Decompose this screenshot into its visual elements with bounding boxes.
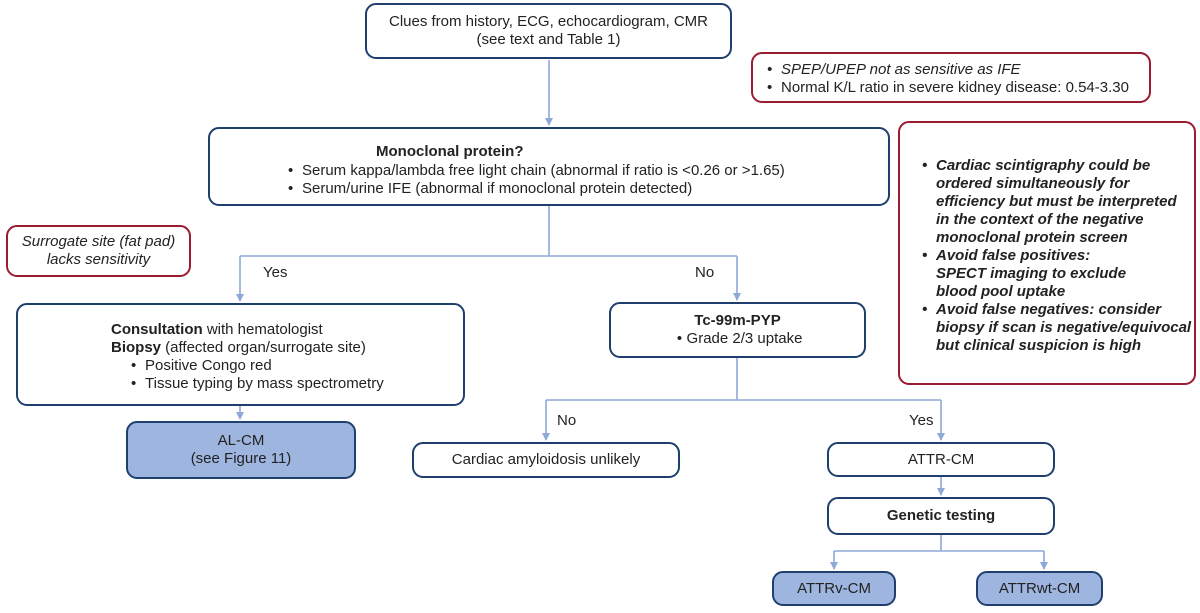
tc99m-pyp-box: Tc-99m-PYP • Grade 2/3 uptake xyxy=(609,302,866,358)
surrogate-note-line-2: lacks sensitivity xyxy=(46,251,151,268)
scintigraphy-bullet-1: • Cardiac scintigraphy could be ordered … xyxy=(922,157,1194,247)
monoclonal-protein-box: Monoclonal protein? • Serum kappa/lambda… xyxy=(208,127,890,206)
bullet-dot: • xyxy=(922,157,928,174)
monoclonal-bullet-2: • Serum/urine IFE (abnormal if monoclona… xyxy=(288,180,888,198)
spep-note: • SPEP/UPEP not as sensitive as IFE • No… xyxy=(751,52,1151,103)
al-cm-line-2: (see Figure 11) xyxy=(190,450,292,467)
branch-label-yes-pyp: Yes xyxy=(909,412,934,429)
consultation-bullet-1: • Positive Congo red xyxy=(111,357,463,375)
scintigraphy-b1-line-2: ordered simultaneously for xyxy=(936,175,1130,192)
bullet-dot: • xyxy=(131,375,137,392)
consultation-bullet-2-text: Tissue typing by mass spectrometry xyxy=(145,375,384,392)
consultation-bullet-1-text: Positive Congo red xyxy=(145,357,272,374)
scintigraphy-b3-line-3: but clinical suspicion is high xyxy=(936,337,1142,354)
attr-cm-text: ATTR-CM xyxy=(907,450,975,468)
scintigraphy-bullet-2-text: Avoid false positives: SPECT imaging to … xyxy=(936,247,1126,301)
scintigraphy-b2-line-1: Avoid false positives: xyxy=(936,247,1091,264)
attrwt-cm-box: ATTRwt-CM xyxy=(976,571,1103,606)
clues-line-2: (see text and Table 1) xyxy=(476,31,621,48)
amyloidosis-unlikely-box: Cardiac amyloidosis unlikely xyxy=(412,442,680,478)
bullet-dot: • xyxy=(676,330,683,347)
monoclonal-bullet-1-text: Serum kappa/lambda free light chain (abn… xyxy=(302,162,785,179)
pyp-title: Tc-99m-PYP xyxy=(694,312,781,329)
scintigraphy-bullet-2: • Avoid false positives: SPECT imaging t… xyxy=(922,247,1194,301)
spep-note-bullet-2: • Normal K/L ratio in severe kidney dise… xyxy=(767,79,1149,97)
monoclonal-title: Monoclonal protein? xyxy=(376,143,524,160)
bullet-dot: • xyxy=(288,180,294,197)
biopsy-line: Biopsy (affected organ/surrogate site) xyxy=(111,339,463,357)
biopsy-rest: (affected organ/surrogate site) xyxy=(161,339,366,356)
attr-cm-box: ATTR-CM xyxy=(827,442,1055,477)
scintigraphy-bullet-1-text: Cardiac scintigraphy could be ordered si… xyxy=(936,157,1177,247)
surrogate-note-line-1: Surrogate site (fat pad) xyxy=(21,233,176,250)
scintigraphy-b3-line-2: biopsy if scan is negative/equivocal xyxy=(936,319,1192,336)
attrv-cm-text: ATTRv-CM xyxy=(797,579,871,597)
scintigraphy-b1-line-4: in the context of the negative xyxy=(936,211,1144,228)
consultation-biopsy-box: Consultation with hematologist Biopsy (a… xyxy=(16,303,465,406)
pyp-bullet-1: • Grade 2/3 uptake xyxy=(673,330,803,348)
scintigraphy-b1-line-1: Cardiac scintigraphy could be xyxy=(936,157,1151,174)
bullet-dot: • xyxy=(922,247,928,264)
monoclonal-bullet-1: • Serum kappa/lambda free light chain (a… xyxy=(288,162,888,180)
pyp-bullet-1-text: Grade 2/3 uptake xyxy=(686,330,803,347)
consultation-rest: with hematologist xyxy=(202,321,323,338)
branch-label-no-pyp: No xyxy=(557,412,577,429)
scintigraphy-b1-line-3: efficiency but must be interpreted xyxy=(936,193,1177,210)
branch-label-yes-monoclonal: Yes xyxy=(263,264,288,281)
attrwt-cm-text: ATTRwt-CM xyxy=(998,579,1081,597)
bullet-dot: • xyxy=(288,162,294,179)
spep-note-bullet-1: • SPEP/UPEP not as sensitive as IFE xyxy=(767,61,1149,79)
consultation-bullet-2: • Tissue typing by mass spectrometry xyxy=(111,375,463,393)
scintigraphy-b2-line-3: blood pool uptake xyxy=(936,283,1066,300)
al-cm-box: AL-CM (see Figure 11) xyxy=(126,421,356,479)
genetic-testing-box: Genetic testing xyxy=(827,497,1055,535)
spep-note-text-1: SPEP/UPEP not as sensitive as IFE xyxy=(781,61,1021,78)
bullet-dot: • xyxy=(767,79,773,96)
consultation-line: Consultation with hematologist xyxy=(111,321,463,339)
attrv-cm-box: ATTRv-CM xyxy=(772,571,896,606)
clues-line-1: Clues from history, ECG, echocardiogram,… xyxy=(389,13,708,30)
amyloidosis-unlikely-text: Cardiac amyloidosis unlikely xyxy=(451,451,641,468)
surrogate-site-note: Surrogate site (fat pad) lacks sensitivi… xyxy=(6,225,191,277)
bullet-dot: • xyxy=(767,61,773,78)
scintigraphy-bullet-3-text: Avoid false negatives: consider biopsy i… xyxy=(936,301,1191,355)
scintigraphy-b1-line-5: monoclonal protein screen xyxy=(936,229,1128,246)
al-cm-line-1: AL-CM xyxy=(217,432,265,449)
scintigraphy-note: • Cardiac scintigraphy could be ordered … xyxy=(898,121,1196,385)
consultation-label: Consultation xyxy=(111,321,203,338)
biopsy-label: Biopsy xyxy=(111,339,162,356)
scintigraphy-b2-line-2: SPECT imaging to exclude xyxy=(936,265,1127,282)
genetic-testing-text: Genetic testing xyxy=(886,507,996,524)
bullet-dot: • xyxy=(922,301,928,318)
bullet-dot: • xyxy=(131,357,137,374)
branch-label-no-monoclonal: No xyxy=(695,264,715,281)
clues-box: Clues from history, ECG, echocardiogram,… xyxy=(365,3,732,59)
spep-note-text-2: Normal K/L ratio in severe kidney diseas… xyxy=(781,79,1129,96)
scintigraphy-bullet-3: • Avoid false negatives: consider biopsy… xyxy=(922,301,1194,355)
monoclonal-bullet-2-text: Serum/urine IFE (abnormal if monoclonal … xyxy=(302,180,693,197)
scintigraphy-b3-line-1: Avoid false negatives: consider xyxy=(936,301,1162,318)
